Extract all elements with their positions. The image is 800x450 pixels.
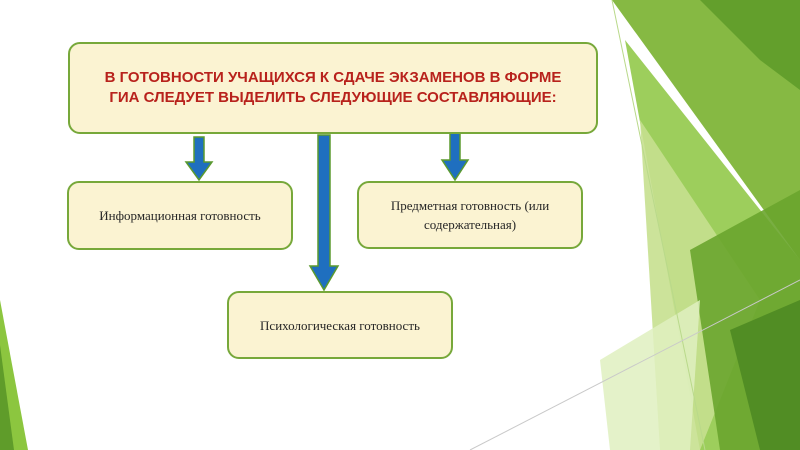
decor-shape bbox=[730, 300, 800, 450]
decor-line bbox=[469, 279, 800, 450]
decor-shape bbox=[600, 300, 700, 450]
informational-readiness-box: Информационная готовность bbox=[67, 181, 293, 250]
main-title: В ГОТОВНОСТИ УЧАЩИХСЯ К СДАЧЕ ЭКЗАМЕНОВ … bbox=[104, 69, 562, 106]
psychological-readiness-box: Психологическая готовность bbox=[227, 291, 453, 359]
arrow-to-psychological bbox=[308, 134, 340, 292]
psychological-readiness-label: Психологическая готовность bbox=[260, 317, 420, 333]
arrow-to-informational bbox=[184, 136, 214, 182]
decor-shape bbox=[612, 0, 800, 260]
decor-line bbox=[611, 0, 706, 450]
subject-readiness-box: Предметная готовность (или содержательна… bbox=[357, 181, 583, 249]
main-title-box: В ГОТОВНОСТИ УЧАЩИХСЯ К СДАЧЕ ЭКЗАМЕНОВ … bbox=[68, 42, 598, 134]
decor-shape bbox=[700, 0, 800, 90]
informational-readiness-label: Информационная готовность bbox=[99, 208, 261, 223]
decor-shape bbox=[0, 345, 14, 450]
subject-readiness-label: Предметная готовность (или содержательна… bbox=[390, 198, 550, 232]
arrow-to-subject bbox=[440, 132, 470, 182]
